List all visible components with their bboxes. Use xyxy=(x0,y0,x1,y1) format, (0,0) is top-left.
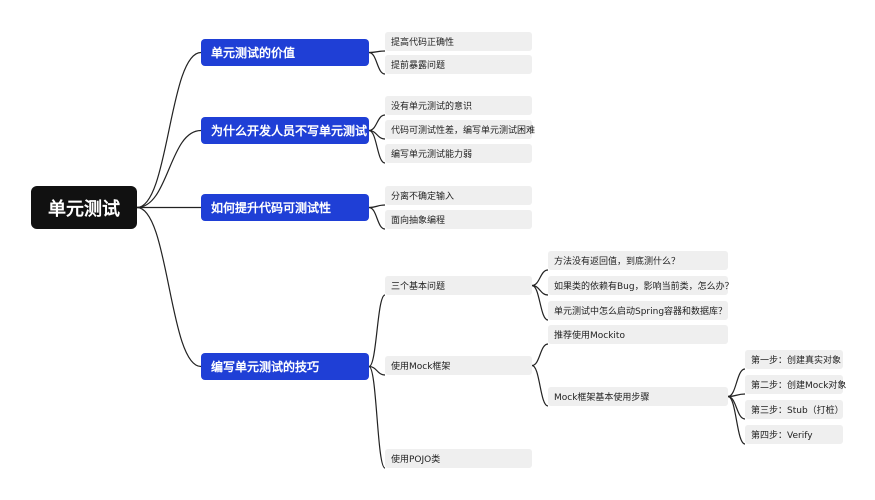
leaf-q-no-return[interactable]: 方法没有返回值，到底测什么？ xyxy=(548,251,728,270)
leaf-mock-steps[interactable]: Mock框架基本使用步骤 xyxy=(548,387,728,406)
connector-leaf-use-mock-to-leaf-recommend-mockito xyxy=(531,343,549,367)
connector-root-node-to-branch-value xyxy=(136,51,202,209)
connector-branch-improve-testability-to-leaf-separate-input xyxy=(368,204,386,209)
connector-leaf-three-questions-to-leaf-q-no-return xyxy=(531,269,549,287)
connector-branch-value-to-leaf-expose-early xyxy=(368,51,386,75)
leaf-poor-testability[interactable]: 代码可测试性差，编写单元测试困难 xyxy=(385,120,535,139)
connector-leaf-three-questions-to-leaf-q-spring-db xyxy=(531,284,549,321)
leaf-separate-input[interactable]: 分离不确定输入 xyxy=(385,186,532,205)
connector-leaf-mock-steps-to-leaf-step-4 xyxy=(727,395,746,445)
leaf-use-mock[interactable]: 使用Mock框架 xyxy=(385,356,532,375)
connector-leaf-use-mock-to-leaf-mock-steps xyxy=(531,364,549,407)
leaf-improve-correctness[interactable]: 提高代码正确性 xyxy=(385,32,532,51)
connector-branch-techniques-to-leaf-use-mock xyxy=(368,365,386,376)
connector-branch-why-not-write-to-leaf-weak-ability xyxy=(368,129,386,164)
root-node[interactable]: 单元测试 xyxy=(31,186,137,229)
leaf-abstract-programming[interactable]: 面向抽象编程 xyxy=(385,210,532,229)
connector-root-node-to-branch-techniques xyxy=(136,206,202,368)
branch-techniques[interactable]: 编写单元测试的技巧 xyxy=(201,353,369,380)
leaf-expose-early[interactable]: 提前暴露问题 xyxy=(385,55,532,74)
leaf-weak-ability[interactable]: 编写单元测试能力弱 xyxy=(385,144,532,163)
branch-value[interactable]: 单元测试的价值 xyxy=(201,39,369,66)
leaf-step-2[interactable]: 第二步：创建Mock对象 xyxy=(745,375,846,394)
connector-leaf-mock-steps-to-leaf-step-3 xyxy=(727,395,746,420)
leaf-step-1[interactable]: 第一步：创建真实对象 xyxy=(745,350,843,369)
leaf-recommend-mockito[interactable]: 推荐使用Mockito xyxy=(548,325,728,344)
connector-branch-why-not-write-to-leaf-no-awareness xyxy=(368,114,386,132)
leaf-q-dependency-bug[interactable]: 如果类的依赖有Bug，影响当前类，怎么办？ xyxy=(548,276,734,295)
branch-improve-testability[interactable]: 如何提升代码可测试性 xyxy=(201,194,369,221)
connector-root-node-to-branch-why-not-write xyxy=(136,129,202,209)
connector-branch-techniques-to-leaf-use-pojo xyxy=(368,365,386,469)
leaf-step-4[interactable]: 第四步：Verify xyxy=(745,425,843,444)
leaf-three-questions[interactable]: 三个基本问题 xyxy=(385,276,532,295)
connector-leaf-mock-steps-to-leaf-step-1 xyxy=(727,368,746,398)
leaf-step-3[interactable]: 第三步：Stub（打桩） xyxy=(745,400,844,419)
leaf-use-pojo[interactable]: 使用POJO类 xyxy=(385,449,532,468)
connector-branch-value-to-leaf-improve-correctness xyxy=(368,50,386,54)
connector-branch-improve-testability-to-leaf-abstract-programming xyxy=(368,206,386,230)
leaf-no-awareness[interactable]: 没有单元测试的意识 xyxy=(385,96,532,115)
leaf-q-spring-db[interactable]: 单元测试中怎么启动Spring容器和数据库？ xyxy=(548,301,728,320)
connector-branch-techniques-to-leaf-three-questions xyxy=(368,294,386,368)
branch-why-not-write[interactable]: 为什么开发人员不写单元测试 xyxy=(201,117,369,144)
